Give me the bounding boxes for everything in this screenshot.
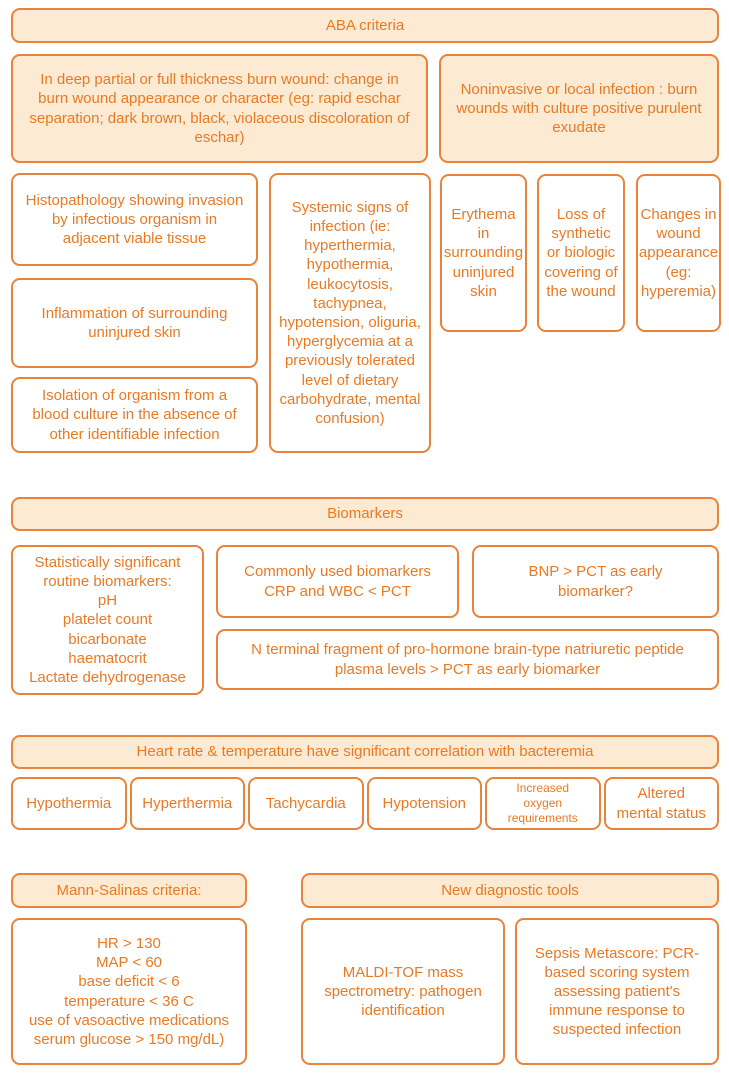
vitals-item-oxygen: Increased oxygen requirements <box>485 777 601 830</box>
aba-criteria-header: ABA criteria <box>11 8 719 43</box>
mann-salinas-header: Mann-Salinas criteria: <box>11 873 247 908</box>
inflammation-box: Inflammation of surrounding uninjured sk… <box>11 278 258 368</box>
vitals-row: Hypothermia Hyperthermia Tachycardia Hyp… <box>11 777 719 830</box>
histopathology-box: Histopathology showing invasion by infec… <box>11 173 258 266</box>
bnp-pct-box: BNP > PCT as early biomarker? <box>472 545 719 618</box>
vitals-item-hypothermia: Hypothermia <box>11 777 127 830</box>
changes-appearance-box: Changes in wound appearance (eg: hyperem… <box>636 174 721 332</box>
systemic-signs-box: Systemic signs of infection (ie: hyperth… <box>269 173 431 453</box>
vitals-item-mental-status: Altered mental status <box>603 777 719 830</box>
loss-covering-box: Loss of synthetic or biologic covering o… <box>537 174 625 332</box>
routine-biomarkers-box: Statistically significant routine biomar… <box>11 545 204 695</box>
new-diagnostic-tools-header: New diagnostic tools <box>301 873 719 908</box>
biomarkers-header: Biomarkers <box>11 497 719 531</box>
nt-fragment-box: N terminal fragment of pro-hormone brain… <box>216 629 719 690</box>
vitals-item-hypotension: Hypotension <box>366 777 482 830</box>
routine-biomarkers-title: Statistically significant routine biomar… <box>34 553 181 591</box>
vitals-correlation-header: Heart rate & temperature have significan… <box>11 735 719 769</box>
erythema-box: Erythema in surrounding uninjured skin <box>440 174 527 332</box>
noninvasive-infection-box: Noninvasive or local infection : burn wo… <box>439 54 719 163</box>
isolation-organism-box: Isolation of organism from a blood cultu… <box>11 377 258 453</box>
deep-wound-change-box: In deep partial or full thickness burn w… <box>11 54 428 163</box>
maldi-tof-box: MALDI-TOF mass spectrometry: pathogen id… <box>301 918 505 1065</box>
vitals-item-hyperthermia: Hyperthermia <box>129 777 245 830</box>
commonly-used-biomarkers-box: Commonly used biomarkers CRP and WBC < P… <box>216 545 459 618</box>
vitals-item-tachycardia: Tachycardia <box>248 777 364 830</box>
sepsis-metascore-box: Sepsis Metascore: PCR-based scoring syst… <box>515 918 719 1065</box>
